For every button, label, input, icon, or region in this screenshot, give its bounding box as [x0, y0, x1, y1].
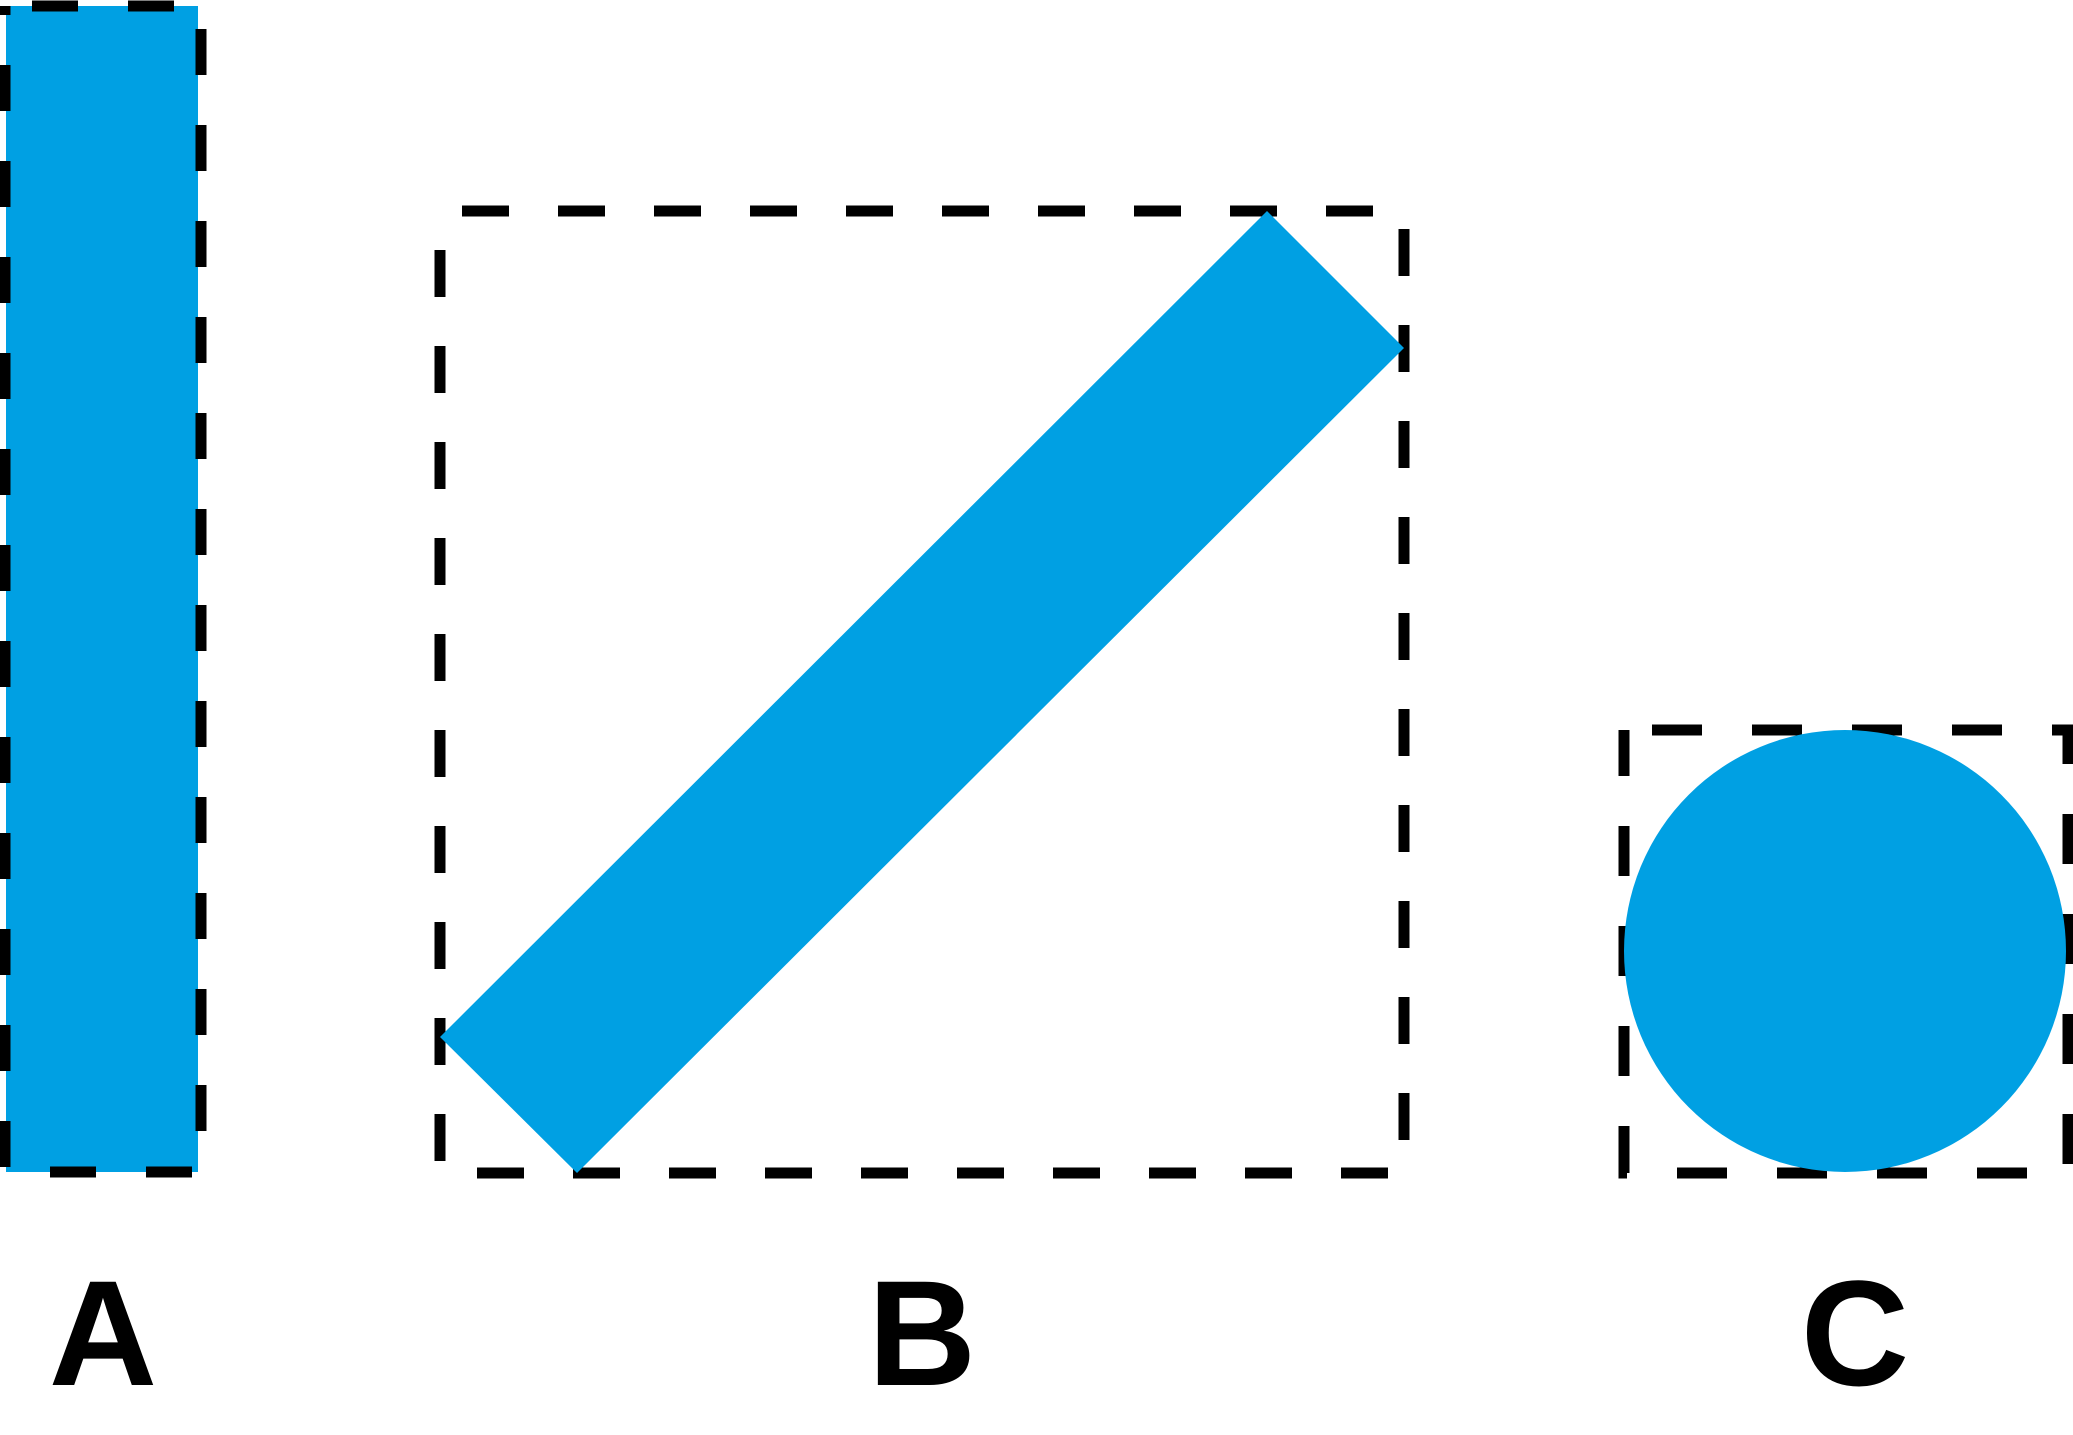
panel-c-shape	[1624, 730, 2066, 1172]
panel-b: B	[434, 205, 1410, 1417]
panel-a-label: A	[49, 1249, 157, 1417]
panel-c-label: C	[1801, 1249, 1909, 1417]
panel-b-label: B	[868, 1249, 976, 1417]
panel-c: C	[1618, 724, 2073, 1417]
panel-c-bounding-box	[1618, 724, 2073, 1179]
panel-a: A	[0, 0, 207, 1417]
panel-a-bounding-box	[0, 0, 207, 1178]
panel-b-shape	[440, 211, 1404, 1173]
panel-a-shape	[6, 6, 198, 1172]
